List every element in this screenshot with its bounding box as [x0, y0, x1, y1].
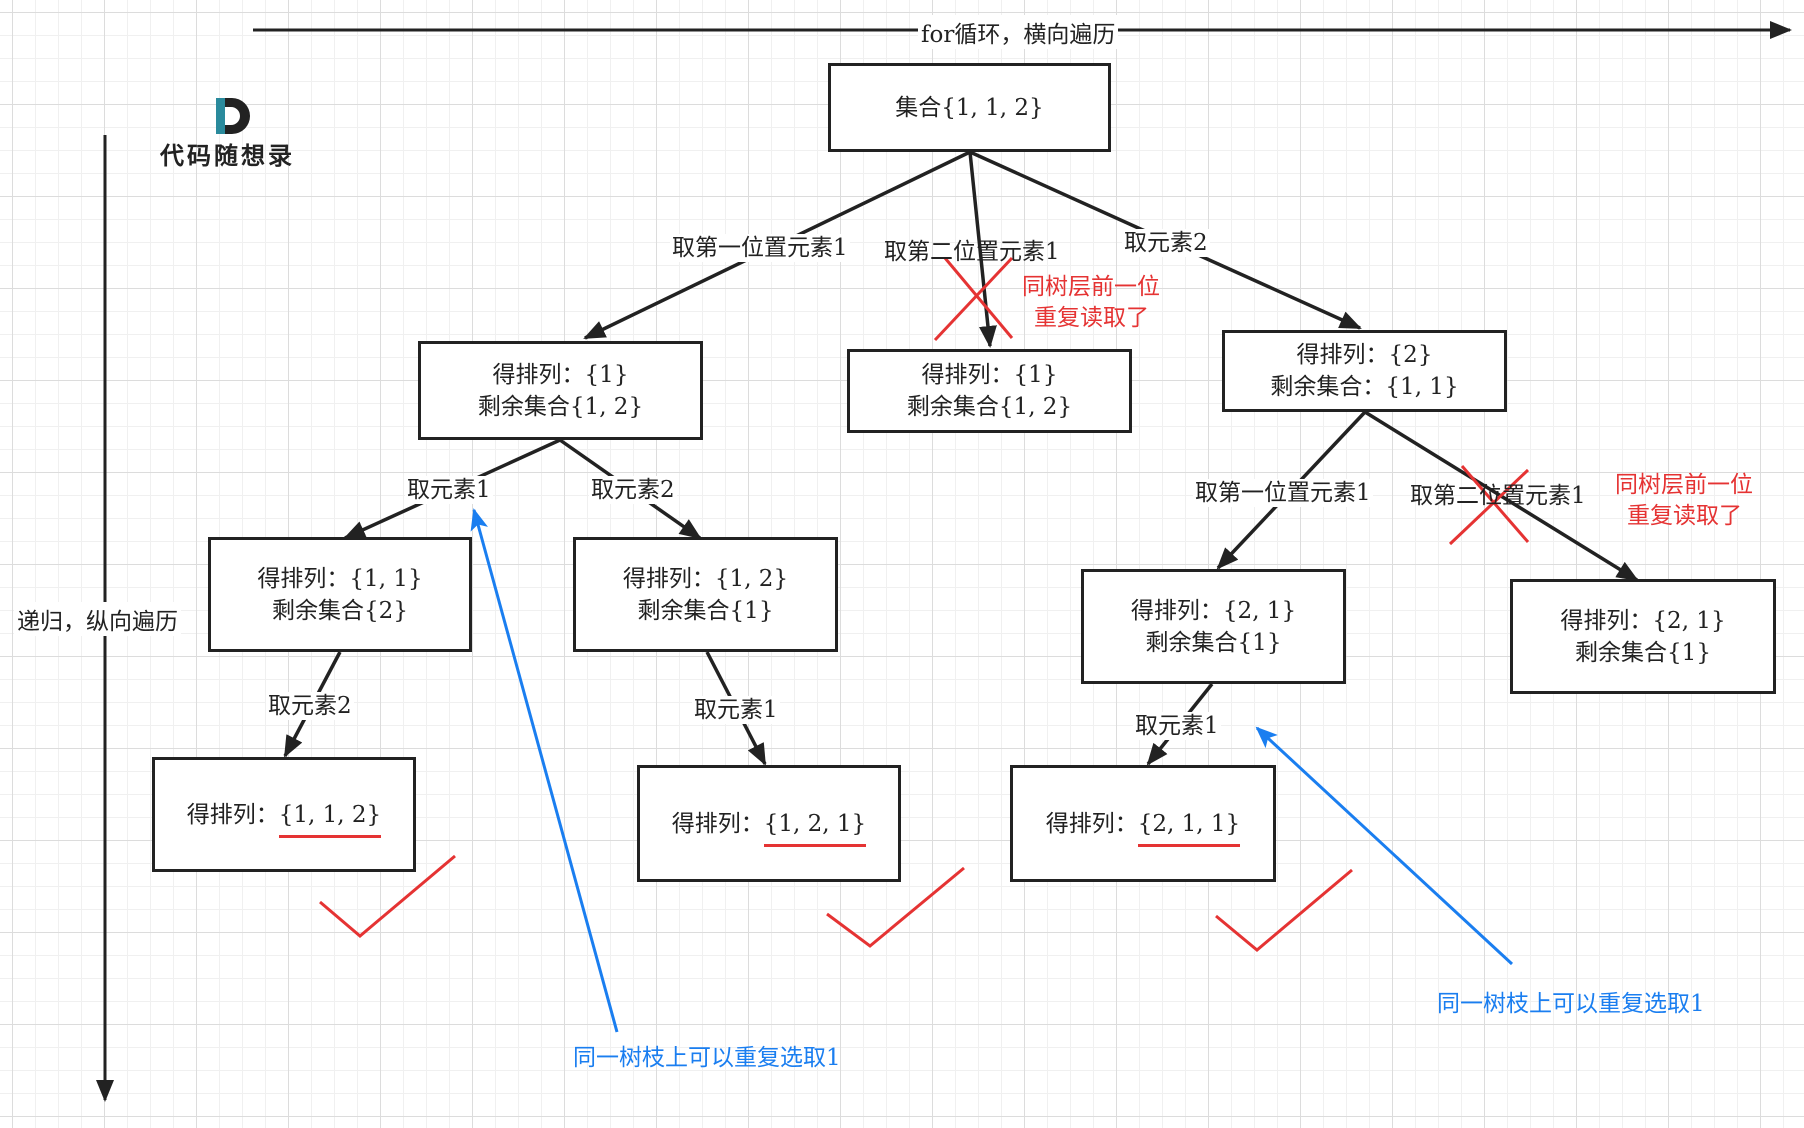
node-text: 得排列：: [186, 801, 279, 828]
logo-icon: [216, 98, 250, 134]
node-text: 剩余集合{1, 2}: [906, 394, 1073, 420]
blue-arrow: [470, 508, 619, 1033]
vertical-axis-label: 递归，纵向遍历: [14, 602, 181, 636]
check-mark: [1215, 868, 1353, 952]
logo-text: 代码随想录: [160, 142, 295, 170]
node-text: 得排列：{1, 2}: [622, 565, 789, 592]
edge-label: 取元素2: [589, 476, 677, 504]
node-text: 得排列：: [1045, 810, 1138, 837]
leaf-node-a: 得排列： {1, 1, 2}: [152, 757, 416, 872]
cross-mark: [933, 256, 1014, 342]
node-text: 剩余集合：{1, 1}: [1270, 374, 1459, 400]
result-value: {2, 1, 1}: [1137, 808, 1241, 847]
note-same-branch: 同一树枝上可以重复选取1: [573, 1045, 841, 1071]
node-l2-b: 得排列：{1, 2} 剩余集合{1}: [573, 537, 838, 652]
node-text: 集合{1, 1, 2}: [895, 94, 1044, 121]
edge-label: 取第一位置元素1: [1193, 479, 1373, 507]
edge-label: 取第二位置元素1: [884, 239, 1060, 265]
leaf-node-c: 得排列： {2, 1, 1}: [1010, 765, 1276, 882]
blue-arrow: [1255, 726, 1514, 966]
node-text: 得排列：{1}: [492, 361, 629, 388]
node-l1-a: 得排列：{1} 剩余集合{1, 2}: [418, 341, 703, 440]
result-value: {1, 2, 1}: [763, 808, 867, 847]
node-text: 剩余集合{1}: [1145, 629, 1282, 656]
note-line: 同树层前一位: [1615, 472, 1753, 498]
note-line: 同树层前一位: [1022, 274, 1160, 300]
edge-label: 取元素1: [692, 696, 780, 724]
node-l2-d: 得排列：{2, 1} 剩余集合{1}: [1510, 579, 1776, 694]
note-same-layer: 同树层前一位 重复读取了: [1020, 272, 1162, 334]
note-same-layer: 同树层前一位 重复读取了: [1613, 470, 1755, 532]
node-text: 得排列：{2}: [1296, 342, 1433, 368]
result-value: {1, 1, 2}: [278, 799, 382, 838]
note-same-branch: 同一树枝上可以重复选取1: [1437, 991, 1705, 1017]
edge-label: 取第二位置元素1: [1410, 483, 1586, 509]
edge-root-b: [968, 151, 997, 348]
node-text: 得排列：: [671, 810, 764, 837]
edge-label: 取元素2: [266, 692, 354, 720]
node-text: 得排列：{1}: [921, 362, 1058, 388]
horizontal-axis-label: for循环，横向遍历: [918, 15, 1119, 49]
node-text: 剩余集合{1}: [637, 597, 774, 624]
node-root: 集合{1, 1, 2}: [828, 63, 1111, 152]
node-l1-b: 得排列：{1} 剩余集合{1, 2}: [847, 349, 1132, 433]
node-text: 剩余集合{1}: [1575, 639, 1711, 666]
node-text: 得排列：{2, 1}: [1560, 607, 1726, 634]
node-text: 剩余集合{1, 2}: [477, 393, 644, 420]
node-l2-a: 得排列：{1, 1} 剩余集合{2}: [208, 537, 472, 652]
edge-label: 取元素1: [1133, 712, 1221, 740]
note-line: 重复读取了: [1627, 503, 1742, 529]
cross-mark: [943, 257, 1014, 339]
leaf-node-b: 得排列： {1, 2, 1}: [637, 765, 901, 882]
cross-mark: [1448, 468, 1530, 546]
check-mark: [319, 854, 456, 938]
node-text: 剩余集合{2}: [272, 597, 408, 624]
edge-label: 取第一位置元素1: [670, 234, 850, 262]
node-text: 得排列：{1, 1}: [257, 565, 423, 592]
check-mark: [826, 866, 965, 948]
edge-label: 取元素1: [405, 476, 493, 504]
node-l2-c: 得排列：{2, 1} 剩余集合{1}: [1081, 569, 1346, 684]
edge-label: 取元素2: [1122, 229, 1210, 257]
node-text: 得排列：{2, 1}: [1130, 597, 1297, 624]
note-line: 重复读取了: [1034, 305, 1149, 331]
cross-mark: [1460, 465, 1530, 543]
node-l1-c: 得排列：{2} 剩余集合：{1, 1}: [1222, 330, 1507, 412]
